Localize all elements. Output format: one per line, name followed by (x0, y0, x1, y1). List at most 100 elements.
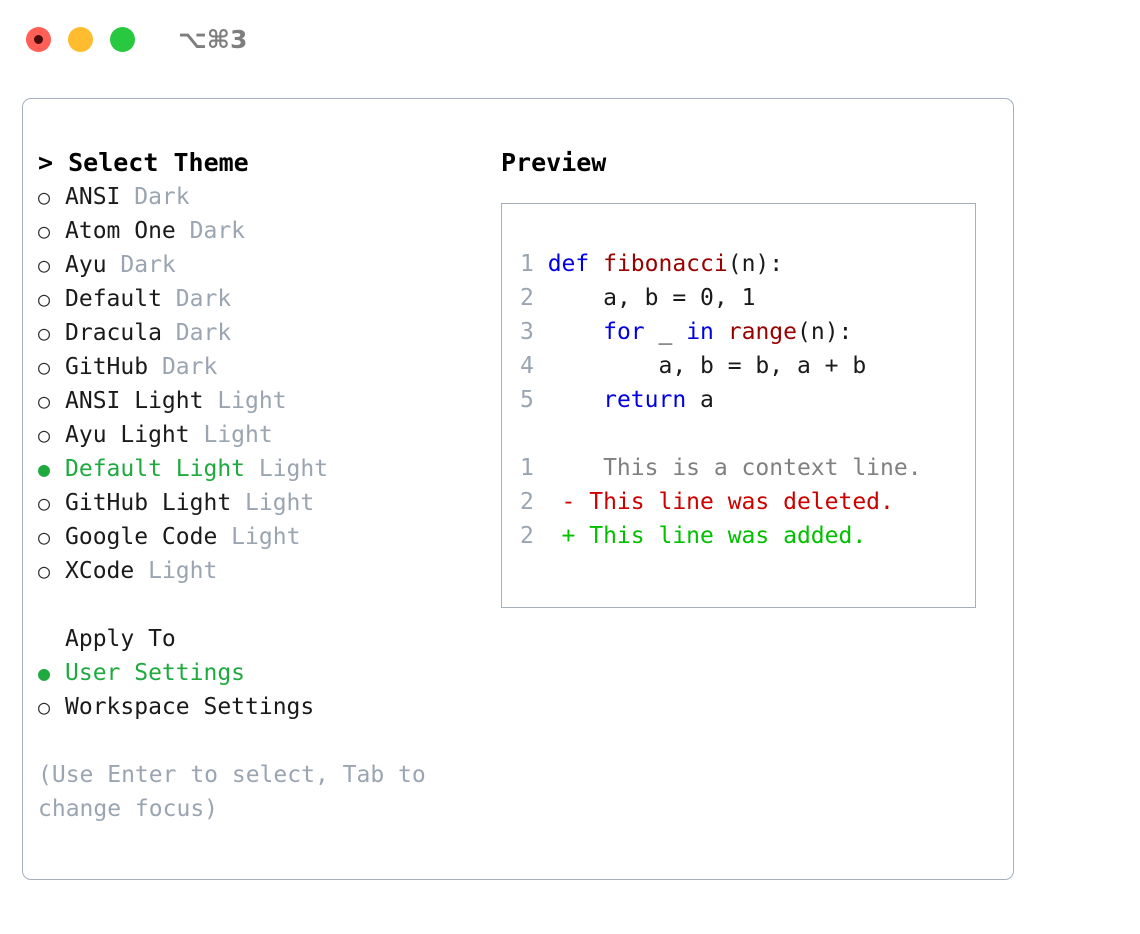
theme-option-row[interactable]: ○ Default Dark (38, 282, 488, 316)
theme-option-row[interactable]: ○ GitHub Dark (38, 350, 488, 384)
theme-option-name: Google Code (65, 524, 218, 550)
theme-option-category: Dark (106, 252, 176, 278)
diff-line: 2 - This line was deleted. (520, 485, 922, 519)
minimize-button-icon[interactable] (68, 26, 93, 52)
code-token: a, b = 0, 1 (547, 285, 756, 311)
radio-unselected-icon[interactable]: ○ (38, 253, 51, 277)
theme-option-row[interactable]: ○ Dracula Dark (38, 316, 488, 350)
radio-selected-icon[interactable]: ● (38, 457, 51, 481)
theme-option-name: Ayu (65, 252, 107, 278)
preview-title: Preview (501, 148, 607, 177)
code-token: return (603, 387, 687, 413)
theme-option-name: ANSI (65, 184, 121, 210)
preview-column: Preview 1 def fibonacci(n):2 a, b = 0, 1… (501, 146, 1001, 608)
code-token: for (603, 319, 645, 345)
close-button-icon[interactable] (26, 26, 51, 52)
radio-unselected-icon[interactable]: ○ (38, 355, 51, 379)
apply-to-list[interactable]: ● User Settings ○Workspace Settings (38, 656, 488, 724)
window-controls (26, 26, 135, 52)
maximize-button-icon[interactable] (110, 26, 135, 52)
theme-picker-column: > Select Theme ○ANSI Dark○Atom One Dark○… (38, 146, 488, 826)
diff-line-number: 2 (520, 523, 562, 549)
code-token: a, b = b, a + b (547, 353, 867, 379)
diff-line-number: 1 (520, 455, 562, 481)
page-title: > Select Theme (38, 148, 249, 177)
section-spacer (38, 588, 488, 622)
radio-unselected-icon[interactable]: ○ (38, 389, 51, 413)
theme-option-category: Light (231, 490, 315, 516)
code-token (548, 387, 603, 413)
code-line: 3 for _ in range(n): (520, 315, 922, 349)
theme-option-category: Dark (175, 218, 246, 244)
theme-option-name: Dracula (65, 320, 162, 346)
theme-option-row[interactable]: ○ XCode Light (38, 554, 488, 588)
keyboard-shortcut-label: ⌥⌘3 (178, 24, 248, 54)
code-line-number: 5 (520, 387, 548, 413)
theme-option-name: Ayu Light (65, 422, 190, 448)
radio-unselected-icon[interactable]: ○ (38, 219, 51, 243)
theme-option-row[interactable]: ○ANSI Light Light (38, 384, 488, 418)
theme-option-name: ANSI Light (65, 388, 204, 414)
theme-option-row[interactable]: ○ Google Code Light (38, 520, 488, 554)
code-token: _ (644, 319, 687, 345)
apply-to-option-row[interactable]: ● User Settings (38, 656, 488, 690)
radio-unselected-icon[interactable]: ○ (38, 185, 51, 209)
theme-option-row[interactable]: ○ANSI Dark (38, 180, 488, 214)
code-line-number: 2 (520, 285, 548, 311)
apply-to-option-name: User Settings (65, 660, 246, 686)
radio-unselected-icon[interactable]: ○ (38, 287, 51, 311)
code-token: range (727, 319, 797, 345)
code-line: 5 return a (520, 383, 922, 417)
code-line-number: 3 (520, 319, 548, 345)
radio-unselected-icon[interactable]: ○ (38, 525, 51, 549)
code-token (548, 319, 603, 345)
radio-unselected-icon[interactable]: ○ (38, 695, 51, 719)
theme-option-name: Default Light (65, 456, 246, 482)
radio-selected-icon[interactable]: ● (38, 661, 51, 685)
theme-option-category: Light (189, 422, 273, 448)
code-line: 2 a, b = 0, 1 (520, 281, 922, 315)
theme-option-row[interactable]: ○ Ayu Light Light (38, 418, 488, 452)
theme-option-row[interactable]: ●Default Light Light (38, 452, 488, 486)
diff-line-number: 2 (520, 489, 562, 515)
title-bar: ⌥⌘3 (0, 0, 1140, 78)
theme-option-row[interactable]: ○GitHub Light Light (38, 486, 488, 520)
code-token: def (547, 251, 604, 277)
radio-unselected-icon[interactable]: ○ (38, 559, 51, 583)
diff-line-text: This is a context line. (561, 455, 922, 481)
radio-unselected-icon[interactable]: ○ (38, 423, 51, 447)
diff-line-text: - This line was deleted. (561, 489, 894, 515)
code-token: (n): (797, 319, 853, 345)
code-line: 1 def fibonacci(n): (520, 247, 922, 281)
code-line-number: 1 (520, 251, 548, 277)
apply-to-option-row[interactable]: ○Workspace Settings (38, 690, 488, 724)
diff-line: 2 + This line was added. (520, 519, 922, 553)
code-token: a (686, 387, 714, 413)
theme-option-row[interactable]: ○ Atom One Dark (38, 214, 488, 248)
code-token: fibonacci (603, 251, 728, 277)
theme-option-category: Light (134, 558, 218, 584)
panel-columns: > Select Theme ○ANSI Dark○Atom One Dark○… (23, 99, 1013, 879)
theme-option-row[interactable]: ○ Ayu Dark (38, 248, 488, 282)
theme-option-category: Light (217, 524, 301, 550)
theme-option-category: Dark (148, 354, 218, 380)
theme-option-name: Atom One (65, 218, 176, 244)
main-panel: > Select Theme ○ANSI Dark○Atom One Dark○… (22, 98, 1014, 880)
code-token: in (686, 319, 714, 345)
code-line-number: 4 (520, 353, 548, 379)
radio-unselected-icon[interactable]: ○ (38, 321, 51, 345)
theme-list[interactable]: ○ ANSI Dark ○ Atom One Dark ○ Ayu Dark ○ Defaul… (38, 180, 488, 588)
diff-line-text: + This line was added. (561, 523, 867, 549)
theme-option-category: Dark (161, 286, 232, 312)
radio-unselected-icon[interactable]: ○ (38, 491, 51, 515)
theme-option-name: XCode (65, 558, 135, 584)
theme-option-category: Dark (161, 320, 232, 346)
code-token: (n): (727, 251, 784, 277)
theme-option-name: GitHub (65, 354, 149, 380)
theme-option-name: Default (65, 286, 162, 312)
diff-line: 1 This is a context line. (520, 451, 922, 485)
apply-to-label: Apply To (65, 626, 176, 652)
